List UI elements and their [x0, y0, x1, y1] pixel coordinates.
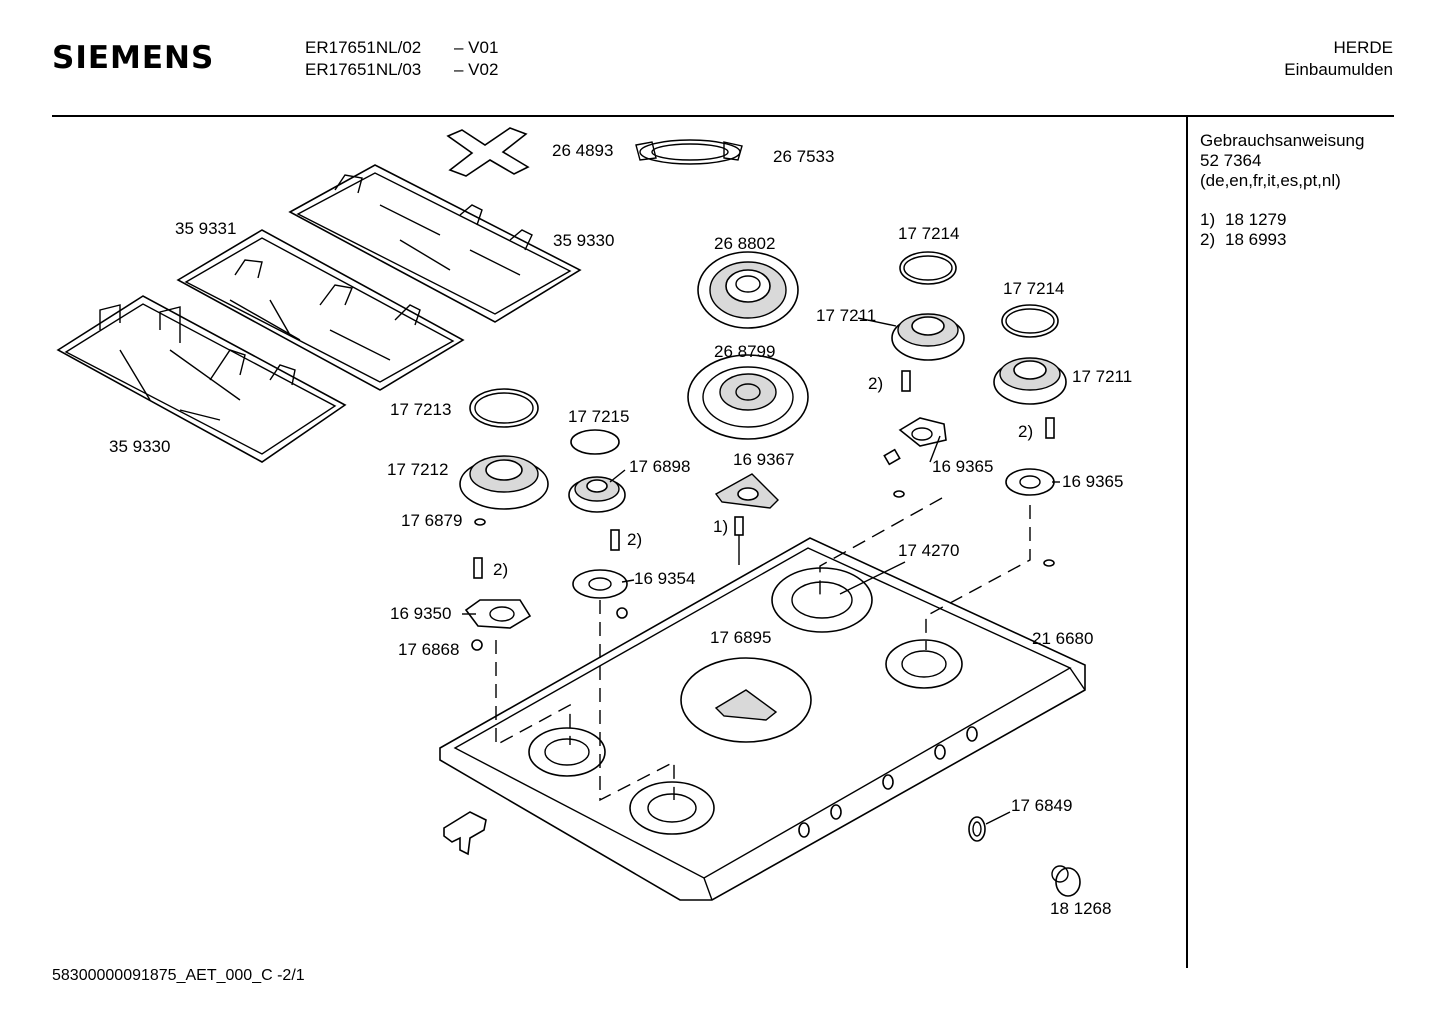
burner-cap-177214-a [899, 251, 957, 285]
burner-base-169365-a [898, 417, 947, 447]
burner-cap-177214-b-rim [1005, 308, 1055, 334]
side-divider [1186, 116, 1188, 968]
exploded-parts-drawing [56, 127, 1086, 901]
burner-base-169367-hole [737, 487, 759, 501]
note-1-part: 18 1279 [1225, 210, 1287, 229]
part-label-177213: 17 7213 [390, 400, 452, 419]
part-label-174270: 17 4270 [898, 541, 960, 560]
callout-note-2-b: 2) [1018, 422, 1034, 441]
note-1-marker: 1) [1200, 210, 1216, 229]
pan-support-right [288, 164, 582, 323]
seal-176879 [474, 518, 486, 526]
burner-head-268802 [697, 251, 799, 329]
igniter-2-d [473, 557, 483, 579]
part-label-359331: 35 9331 [175, 219, 237, 238]
igniter-2-a [901, 370, 911, 392]
nut-169354 [616, 607, 628, 619]
model-code-2: ER17651NL/03 [305, 60, 422, 79]
burner-cap-177213 [469, 388, 539, 428]
part-label-177211-a: 17 7211 [816, 306, 877, 325]
header-divider [52, 115, 1394, 117]
part-label-359330-left: 35 9330 [109, 437, 171, 456]
part-label-169365-a: 16 9365 [932, 457, 994, 476]
part-label-176849: 17 6849 [1011, 796, 1073, 815]
part-label-176879: 17 6879 [401, 511, 463, 530]
part-label-177214-b: 17 7214 [1003, 279, 1065, 298]
part-label-359330-top: 35 9330 [553, 231, 615, 250]
document-code: 58300000091875_AET_000_C -2/1 [52, 967, 305, 984]
part-label-176868: 17 6868 [398, 640, 460, 659]
callout-note-1: 1) [713, 517, 729, 536]
burner-base-169350 [464, 599, 532, 629]
seal-169365-a [893, 490, 905, 498]
seal-169365-b [1043, 559, 1055, 567]
part-label-169354: 16 9354 [634, 569, 696, 588]
part-label-264893: 26 4893 [552, 141, 614, 160]
knob-seal-176849 [968, 816, 986, 842]
part-label-177212: 17 7212 [387, 460, 449, 479]
manual-number: 52 7364 [1200, 151, 1262, 170]
burner-head-177211-b [993, 357, 1067, 405]
assembly-lines [495, 497, 1031, 802]
knob-seal-176849-inner [972, 821, 982, 837]
part-label-177215: 17 7215 [568, 407, 630, 426]
wok-ring [635, 139, 743, 165]
model-version-1: – V01 [454, 38, 499, 57]
leader-lines [462, 317, 1060, 825]
wok-support-cross [446, 127, 530, 177]
note-2-marker: 2) [1200, 230, 1216, 249]
igniter-2-b [1045, 417, 1055, 439]
pan-support-left [56, 295, 347, 463]
callout-note-2-a: 2) [868, 374, 884, 393]
control-knob-181268 [1051, 865, 1081, 897]
part-label-268802: 26 8802 [714, 234, 776, 253]
burner-head-177212 [459, 455, 549, 510]
callout-note-2-c: 2) [627, 530, 643, 549]
part-label-169367: 16 9367 [733, 450, 795, 469]
burner-base-169354 [572, 569, 628, 599]
nut-176868 [471, 639, 483, 651]
burner-base-169365-b [1005, 468, 1055, 496]
part-label-169365-b: 16 9365 [1062, 472, 1124, 491]
part-label-177214-a: 17 7214 [898, 224, 960, 243]
burner-head-268799 [687, 354, 809, 440]
burner-head-177211-a [891, 313, 965, 361]
manual-label: Gebrauchsanweisung [1200, 131, 1365, 150]
igniter-2-c [610, 529, 620, 551]
brand-logo: SIEMENS [52, 40, 215, 76]
model-version-2: – V02 [454, 60, 499, 79]
burner-cap-177214-b [1001, 304, 1059, 338]
burner-cap-177214-a-rim [903, 255, 953, 281]
burner-cap-177213-rim [474, 392, 534, 424]
manual-languages: (de,en,fr,it,es,pt,nl) [1200, 171, 1341, 190]
clip-169365 [883, 448, 901, 466]
part-label-169350: 16 9350 [390, 604, 452, 623]
part-label-267533: 26 7533 [773, 147, 835, 166]
part-label-181268: 18 1268 [1050, 899, 1112, 918]
hob-body-216680 [439, 537, 1086, 901]
category-subtitle: Einbaumulden [1284, 60, 1393, 79]
part-label-176895: 17 6895 [710, 628, 772, 647]
model-code-1: ER17651NL/02 [305, 38, 422, 57]
note-2-part: 18 6993 [1225, 230, 1287, 249]
burner-cap-177215 [570, 429, 620, 455]
burner-head-176898 [568, 476, 626, 513]
pan-support-middle [176, 229, 465, 391]
part-label-216680: 21 6680 [1032, 629, 1094, 648]
igniter-1 [734, 516, 744, 565]
mounting-bracket [443, 811, 487, 856]
category-title: HERDE [1333, 38, 1393, 57]
part-label-268799: 26 8799 [714, 342, 776, 361]
callout-note-2-d: 2) [493, 560, 509, 579]
part-label-177211-b: 17 7211 [1072, 367, 1133, 386]
part-label-176898: 17 6898 [629, 457, 691, 476]
